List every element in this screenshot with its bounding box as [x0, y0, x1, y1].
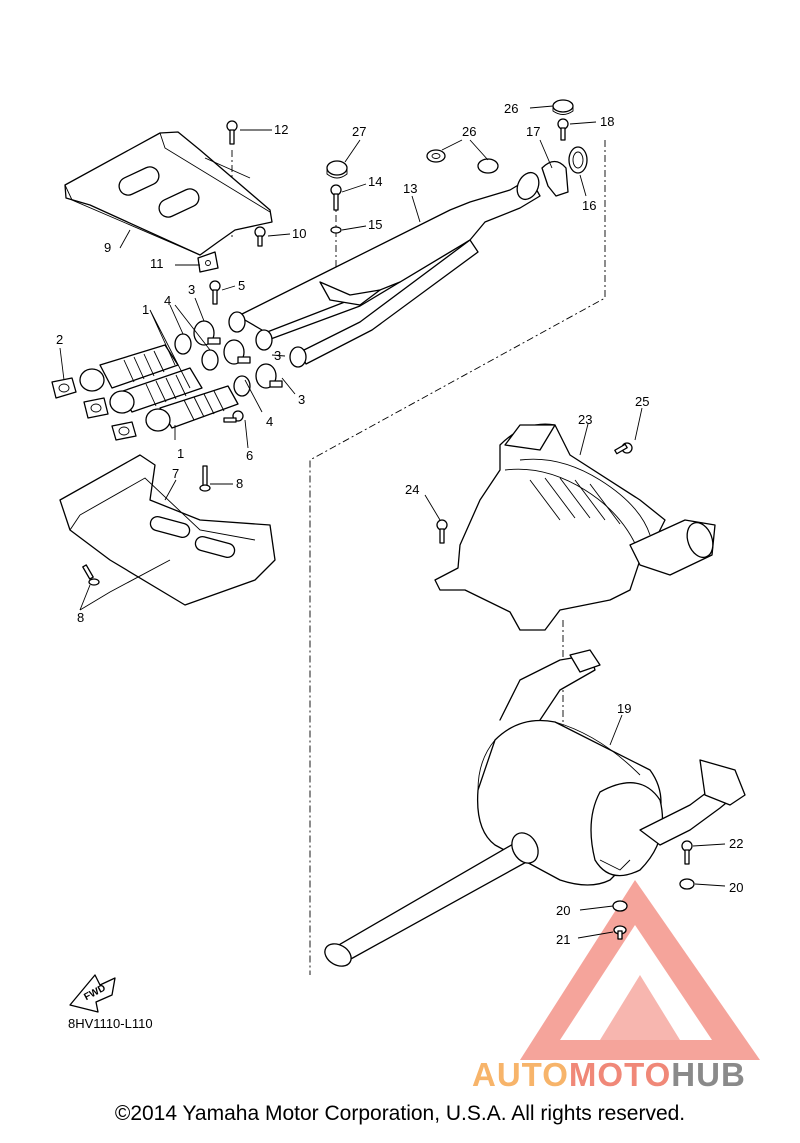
callout-3-lower: 3 — [298, 392, 305, 407]
callout-8-lower: 8 — [77, 610, 84, 625]
callout-23: 23 — [578, 412, 592, 427]
callout-5: 5 — [238, 278, 245, 293]
bolt-25 — [614, 442, 633, 455]
callout-7: 7 — [172, 466, 179, 481]
callout-10: 10 — [292, 226, 306, 241]
heat-shield-upper — [64, 131, 273, 256]
watermark-text-hub: HUB — [671, 1056, 746, 1093]
bolt-12 — [226, 120, 238, 145]
callout-3-upper: 3 — [188, 282, 195, 297]
watermark-text: AUTOMOTOHUB — [472, 1056, 746, 1094]
bolt-22 — [681, 840, 693, 865]
bolt-14 — [330, 184, 342, 211]
washer-15 — [330, 226, 342, 234]
gasket-16 — [568, 146, 588, 174]
callout-3-middle: 3 — [274, 348, 281, 363]
watermark-text-moto: MOTO — [568, 1056, 672, 1093]
callout-13: 13 — [403, 181, 417, 196]
watermark-logo — [520, 880, 760, 1060]
bolt-6 — [223, 410, 244, 423]
cap-26-top — [552, 99, 574, 115]
clamp-17 — [541, 160, 569, 197]
callout-14: 14 — [368, 174, 382, 189]
diagram-code: 8HV1110-L110 — [68, 1016, 153, 1031]
callout-4-lower: 4 — [266, 414, 273, 429]
grommet-26 — [426, 149, 446, 163]
callout-18: 18 — [600, 114, 614, 129]
callout-16: 16 — [582, 198, 596, 213]
cap-27 — [326, 160, 348, 179]
rivet-8-lower — [82, 564, 100, 586]
callout-26-top: 26 — [504, 101, 518, 116]
callout-8-upper: 8 — [236, 476, 243, 491]
callout-labels: 12 10 11 9 5 27 14 15 13 26 26 17 18 16 … — [56, 101, 743, 947]
bracket-11 — [197, 251, 219, 273]
flex-pipe-1-middle — [109, 367, 203, 414]
callout-20-lower: 20 — [556, 903, 570, 918]
bolt-24 — [436, 519, 448, 544]
gasket-2 — [51, 377, 137, 441]
forward-arrow-icon: FWD — [69, 974, 116, 1013]
callout-27: 27 — [352, 124, 366, 139]
callout-1-upper: 1 — [142, 302, 149, 317]
bolt-18 — [557, 118, 569, 141]
heat-shield-lower — [59, 454, 276, 606]
muffler-19 — [324, 649, 746, 967]
bolt-5 — [209, 280, 221, 305]
callout-6: 6 — [246, 448, 253, 463]
bolt-10 — [254, 226, 266, 247]
washer-20-lower — [612, 900, 628, 912]
bolt-21 — [613, 925, 627, 940]
watermark-text-auto: AUTO — [472, 1056, 569, 1093]
callout-12: 12 — [274, 122, 288, 137]
callout-25: 25 — [635, 394, 649, 409]
callout-24: 24 — [405, 482, 419, 497]
callout-20-right: 20 — [729, 880, 743, 895]
clamp-3 — [193, 320, 283, 389]
leader-lines — [59, 105, 726, 939]
callout-21: 21 — [556, 932, 570, 947]
rivet-8-upper — [199, 465, 211, 492]
callout-26-left: 26 — [462, 124, 476, 139]
callout-15: 15 — [368, 217, 382, 232]
callout-22: 22 — [729, 836, 743, 851]
callout-4-upper: 4 — [164, 293, 171, 308]
copyright-notice: ©2014 Yamaha Motor Corporation, U.S.A. A… — [114, 1102, 686, 1125]
callout-11: 11 — [150, 256, 164, 271]
cap-26-left — [477, 158, 499, 174]
flex-pipe-1-lower — [145, 385, 239, 432]
washer-20-right — [679, 878, 695, 890]
muffler-cover-23 — [434, 423, 716, 631]
callout-1-lower: 1 — [177, 446, 184, 461]
exhaust-pipe-13 — [228, 171, 541, 368]
callout-17: 17 — [526, 124, 540, 139]
callout-2: 2 — [56, 332, 63, 347]
callout-19: 19 — [617, 701, 631, 716]
callout-9: 9 — [104, 240, 111, 255]
